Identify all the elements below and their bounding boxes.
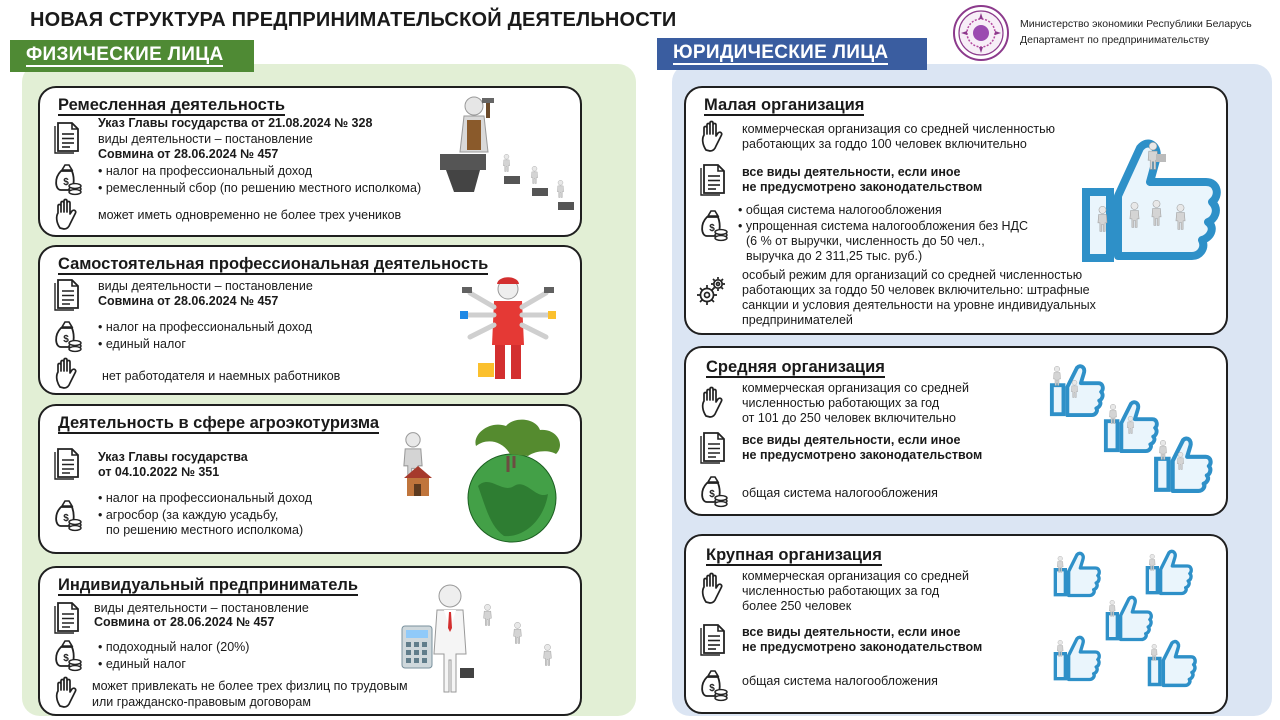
selfemp-tax-1: • налог на профессиональный доход	[98, 320, 312, 334]
agro-tax-2: • агросбор (за каждую усадьбу,	[98, 508, 279, 522]
small-org-tax-1: • общая система налогообложения	[738, 203, 942, 217]
crafts-decree: Указ Главы государства от 21.08.2024 № 3…	[98, 116, 373, 130]
selfemp-no-employees: нет работодателя и наемных работников	[102, 369, 341, 383]
legal-entities-tab: ЮРИДИЧЕСКИЕ ЛИЦА	[657, 38, 927, 70]
medium-org-title: Средняя организация	[706, 358, 885, 378]
small-org-activities-2: не предусмотрено законодательством	[742, 180, 983, 194]
hand-icon	[698, 386, 728, 420]
document-icon	[52, 600, 82, 634]
document-icon	[698, 622, 728, 656]
gears-icon	[696, 274, 726, 308]
medium-org-headcount-1: коммерческая организация со средней	[742, 381, 969, 395]
page-title: НОВАЯ СТРУКТУРА ПРЕДПРИНИМАТЕЛЬСКОЙ ДЕЯТ…	[30, 9, 677, 31]
small-org-special-2: работающих за годдо 50 человек включител…	[742, 283, 1090, 297]
ip-tax-2: • единый налог	[98, 657, 186, 671]
agro-title: Деятельность в сфере агроэкотуризма	[58, 414, 380, 434]
thumbs-up-groups-illustration	[1049, 364, 1228, 510]
money-bag-icon	[52, 498, 82, 532]
money-bag-icon	[698, 668, 728, 702]
selfemp-title: Самостоятельная профессиональная деятель…	[58, 255, 489, 275]
agro-card: Деятельность в сфере агроэкотуризма Указ…	[38, 404, 582, 554]
medium-org-card: Средняя организация коммерческая организ…	[684, 346, 1228, 516]
ip-tax-1: • подоходный налог (20%)	[98, 640, 250, 654]
ip-title: Индивидуальный предприниматель	[58, 576, 358, 596]
department-name: Департамент по предпринимательству	[1020, 34, 1210, 46]
craftsmen-illustration	[440, 96, 574, 210]
large-org-activities-2: не предусмотрено законодательством	[742, 640, 983, 654]
money-bag-icon	[52, 319, 82, 353]
selfemp-resolution: Совмина от 28.06.2024 № 457	[98, 294, 279, 308]
large-org-headcount-3: более 250 человек	[742, 599, 852, 613]
document-icon	[698, 162, 728, 196]
medium-org-headcount-3: от 101 до 250 человек включительно	[742, 411, 957, 425]
small-org-special-4: предпринимателей	[742, 313, 853, 327]
large-org-title: Крупная организация	[706, 546, 882, 566]
small-org-headcount-2: работающих за годдо 100 человек включите…	[742, 137, 1027, 151]
large-org-tax: общая система налогообложения	[742, 674, 938, 688]
large-org-activities-1: все виды деятельности, если иное	[742, 625, 961, 639]
small-org-tax-3: (6 % от выручки, численность до 50 чел.,	[746, 234, 985, 248]
hand-icon	[698, 572, 728, 606]
hand-icon	[52, 676, 82, 710]
entrepreneur-illustration	[401, 584, 552, 693]
medium-org-tax: общая система налогообложения	[742, 486, 938, 500]
ministry-seal-icon	[953, 5, 1009, 61]
agro-decree-date: от 04.10.2022 № 351	[98, 465, 220, 479]
agro-decree: Указ Главы государства	[98, 450, 248, 464]
selfemp-tax-2: • единый налог	[98, 337, 186, 351]
crafts-apprentices: может иметь одновременно не более трех у…	[98, 208, 402, 222]
small-org-tax-2: • упрощенная система налогообложения без…	[738, 219, 1029, 233]
ip-activities: виды деятельности – постановление	[94, 601, 309, 615]
small-org-special-3: санкции и условия деятельности на уровне…	[742, 298, 1096, 312]
medium-org-activities-2: не предусмотрено законодательством	[742, 448, 983, 462]
money-bag-icon	[698, 208, 728, 242]
hand-icon	[698, 120, 728, 154]
small-org-tax-4: выручка до 2 311,25 тыс. руб.)	[746, 249, 923, 263]
selfemp-activities: виды деятельности – постановление	[98, 279, 313, 293]
agro-tax-3: по решению местного исполкома)	[106, 523, 304, 537]
individuals-tab: ФИЗИЧЕСКИЕ ЛИЦА	[10, 40, 254, 72]
selfemp-card: Самостоятельная профессиональная деятель…	[38, 245, 582, 395]
crafts-title: Ремесленная деятельность	[58, 96, 286, 116]
document-icon	[698, 430, 728, 464]
document-icon	[52, 446, 82, 480]
money-bag-icon	[698, 474, 728, 508]
large-org-headcount-2: численностью работающих за год	[742, 584, 940, 598]
ip-card: Индивидуальный предприниматель виды деят…	[38, 566, 582, 716]
money-bag-icon	[52, 638, 82, 672]
crafts-resolution: Совмина от 28.06.2024 № 457	[98, 147, 279, 161]
medium-org-headcount-2: численностью работающих за год	[742, 396, 940, 410]
small-org-headcount-1: коммерческая организация со средней числ…	[742, 122, 1056, 136]
handyman-illustration	[460, 277, 556, 379]
small-org-title: Малая организация	[704, 96, 865, 116]
small-org-card: Малая организация коммерческая организац…	[684, 86, 1228, 335]
crafts-tax-2: • ремесленный сбор (по решению местного …	[98, 181, 422, 195]
money-bag-icon	[52, 162, 82, 196]
agro-tax-1: • налог на профессиональный доход	[98, 491, 312, 505]
small-org-special-1: особый режим для организаций со средней …	[742, 268, 1083, 282]
large-org-headcount-1: коммерческая организация со средней	[742, 569, 969, 583]
medium-org-activities-1: все виды деятельности, если иное	[742, 433, 961, 447]
document-icon	[52, 120, 82, 154]
ministry-header: Министерство экономики Республики Белару…	[952, 4, 1272, 62]
ministry-name: Министерство экономики Республики Белару…	[1020, 18, 1252, 30]
ip-hire-limit-1: может привлекать не более трех физлиц по…	[92, 679, 408, 693]
hand-icon	[52, 357, 82, 391]
small-org-activities-1: все виды деятельности, если иное	[742, 165, 961, 179]
agrotourism-illustration	[403, 419, 561, 543]
document-icon	[52, 277, 82, 311]
thumbs-up-team-illustration	[1082, 139, 1221, 262]
ip-hire-limit-2: или гражданско-правовым договорам	[92, 695, 311, 709]
crafts-activities: виды деятельности – постановление	[98, 132, 313, 146]
ip-resolution: Совмина от 28.06.2024 № 457	[94, 615, 275, 629]
crafts-tax-1: • налог на профессиональный доход	[98, 164, 312, 178]
hand-icon	[52, 198, 82, 232]
large-org-card: Крупная организация коммерческая организ…	[684, 534, 1228, 714]
crafts-card: Ремесленная деятельность Указ Главы госу…	[38, 86, 582, 237]
thumbs-up-many-groups-illustration	[1053, 549, 1197, 688]
